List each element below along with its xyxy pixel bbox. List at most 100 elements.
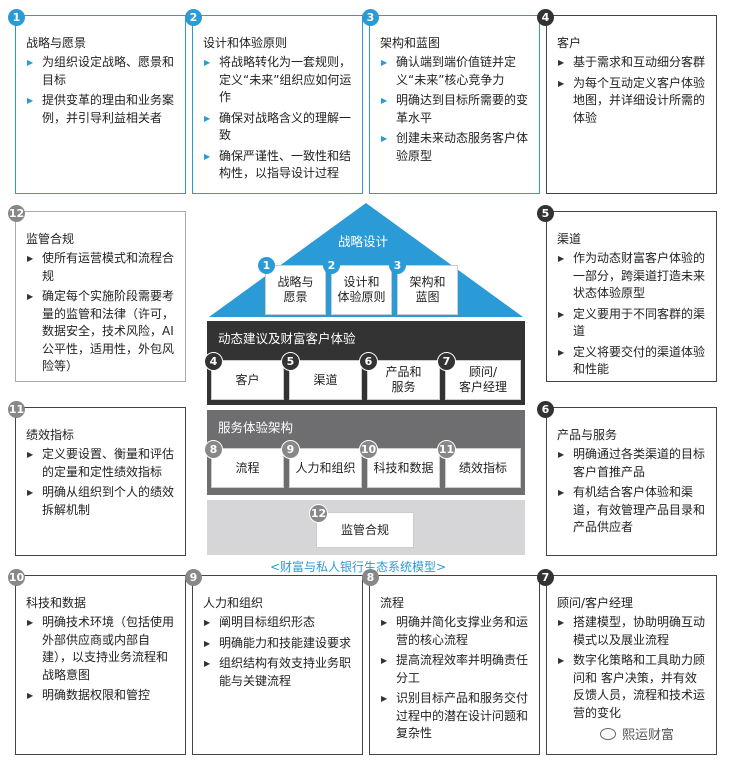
diagram-caption: <财富与私人银行生态系统模型> [270,560,447,574]
badge-9: 9 [185,569,202,586]
bullet-item: 定义要用于不同客群的渠道 [555,306,708,341]
card-title: 战略与愿景 [26,36,87,50]
card-list: 为组织设定战略、愿景和目标提供变革的理由和业务案例，并引导利益相关者 [16,54,185,127]
bullet-item: 明确通过各类渠道的目标客户首推产品 [555,446,708,481]
card-title: 架构和蓝图 [380,36,441,50]
card-title: 设计和体验原则 [203,36,288,50]
bullet-item: 确定每个实施阶段需要考量的监管和法律（许可，数据安全，技术风险，AI公平性，适用… [24,288,177,376]
band2-badge-8: 8 [204,440,223,459]
card-channel: 渠道 作为动态财富客户体验的一部分，跨渠道打造未来状态体验原型定义要用于不同客群… [546,211,717,382]
band1-badge-4: 4 [204,352,223,371]
card-title: 科技和数据 [26,596,87,610]
badge-3: 3 [362,9,379,26]
bullet-item: 明确并简化支撑业务和运营的核心流程 [378,614,531,649]
card-title: 流程 [380,596,405,610]
bullet-item: 提供变革的理由和业务案例，并引导利益相关者 [24,92,177,127]
card-title: 客户 [557,36,582,50]
badge-10: 10 [8,569,25,586]
card-list: 基于需求和互动细分客群为每个互动定义客户体验地图，并详细设计所需的体验 [547,54,716,127]
card-customer: 客户 基于需求和互动细分客群为每个互动定义客户体验地图，并详细设计所需的体验 [546,15,717,194]
bullet-item: 搭建模型，协助明确互动模式以及展业流程 [555,614,708,649]
band2-badge-10: 10 [359,440,378,459]
bullet-item: 组织结构有效支持业务职能与关键流程 [201,655,354,690]
badge-12: 12 [8,205,25,222]
band1-cell-advisor: 顾问/ 客户经理 [445,360,521,400]
badge-5: 5 [537,205,554,222]
card-list: 明确技术环境（包括使用外部供应商或内部自建），以支持业务流程和战略意图明确数据权… [16,614,185,705]
card-title: 渠道 [557,232,582,246]
band2-badge-9: 9 [281,440,300,459]
bullet-item: 定义要设置、衡量和评估的定量和定性绩效指标 [24,446,177,481]
bullet-item: 确保对战略含义的理解一致 [201,110,354,145]
bullet-item: 为组织设定战略、愿景和目标 [24,54,177,89]
card-title: 顾问/客户经理 [557,596,634,610]
card-title: 监管合规 [26,232,75,246]
badge-11: 11 [8,401,25,418]
badge-4: 4 [537,9,554,26]
band2-badge-11: 11 [437,440,456,459]
band2-cell-tech: 科技和数据 [367,448,440,488]
bullet-item: 确认端到端价值链并定义“未来”核心竞争力 [378,54,531,89]
badge-2: 2 [185,9,202,26]
card-process: 流程 明确并简化支撑业务和运营的核心流程提高流程效率并明确责任分工识别目标产品和… [369,575,540,755]
bullet-item: 将战略转化为一套规则，定义“未来”组织应如何运作 [201,54,354,107]
roof-title: 战略设计 [338,234,389,249]
band2-cell-metrics: 绩效指标 [445,448,521,488]
bullet-item: 有机结合客户体验和渠道，有效管理产品目录和产品供应者 [555,484,708,537]
roof-cell-design: 设计和 体验原则 [331,265,392,315]
card-list: 定义要设置、衡量和评估的定量和定性绩效指标明确从组织到个人的绩效拆解机制 [16,446,185,519]
band1-title: 动态建议及财富客户体验 [218,331,356,346]
card-title: 绩效指标 [26,428,75,442]
card-design-principles: 设计和体验原则 将战略转化为一套规则，定义“未来”组织应如何运作确保对战略含义的… [192,15,363,194]
badge-8: 8 [362,569,379,586]
band1-cell-customer: 客户 [211,360,284,400]
card-list: 使所有运营模式和流程合规确定每个实施阶段需要考量的监管和法律（许可，数据安全，技… [16,250,185,376]
card-list: 确认端到端价值链并定义“未来”核心竞争力明确达到目标所需要的变革水平创建未来动态… [370,54,539,165]
badge-6: 6 [537,401,554,418]
bullet-item: 为每个互动定义客户体验地图，并详细设计所需的体验 [555,75,708,128]
bullet-item: 明确数据权限和管控 [24,687,177,705]
bullet-item: 提高流程效率并明确责任分工 [378,652,531,687]
band1-badge-6: 6 [359,352,378,371]
card-list: 将战略转化为一套规则，定义“未来”组织应如何运作确保对战略含义的理解一致确保严谨… [193,54,362,183]
band1-cell-products: 产品和 服务 [367,360,440,400]
band1-badge-7: 7 [437,352,456,371]
bullet-item: 明确技术环境（包括使用外部供应商或内部自建），以支持业务流程和战略意图 [24,614,177,684]
card-list: 明确通过各类渠道的目标客户首推产品有机结合客户体验和渠道，有效管理产品目录和产品… [547,446,716,537]
bullet-item: 明确从组织到个人的绩效拆解机制 [24,484,177,519]
bullet-item: 数字化策略和工具助力顾问和 客户决策，并有效反馈人员，流程和技术运营的变化 [555,652,708,722]
card-products-services: 产品与服务 明确通过各类渠道的目标客户首推产品有机结合客户体验和渠道，有效管理产… [546,407,717,556]
base-cell-compliance: 监管合规 [316,512,414,548]
badge-1: 1 [8,9,25,26]
wechat-icon [600,727,616,740]
bullet-item: 识别目标产品和服务交付过程中的潜在设计问题和复杂性 [378,690,531,743]
roof-badge-3: 3 [389,257,406,274]
bullet-item: 阐明目标组织形态 [201,614,354,632]
card-title: 产品与服务 [557,428,618,442]
band2-cell-people: 人力和组织 [289,448,362,488]
band2-cell-process: 流程 [211,448,284,488]
card-regulatory-compliance: 监管合规 使所有运营模式和流程合规确定每个实施阶段需要考量的监管和法律（许可，数… [15,211,186,382]
band1-cell-channel: 渠道 [289,360,362,400]
bullet-item: 明确能力和技能建设要求 [201,635,354,653]
bullet-item: 作为动态财富客户体验的一部分，跨渠道打造未来状态体验原型 [555,250,708,303]
card-advisor-rm: 顾问/客户经理 搭建模型，协助明确互动模式以及展业流程数字化策略和工具助力顾问和… [546,575,717,755]
bullet-item: 定义将要交付的渠道体验和性能 [555,344,708,379]
roof-badge-2: 2 [323,257,340,274]
band2-title: 服务体验架构 [218,420,294,435]
card-strategy-vision: 战略与愿景 为组织设定战略、愿景和目标提供变革的理由和业务案例，并引导利益相关者 [15,15,186,194]
card-people-organization: 人力和组织 阐明目标组织形态明确能力和技能建设要求组织结构有效支持业务职能与关键… [192,575,363,755]
bullet-item: 基于需求和互动细分客群 [555,54,708,72]
bullet-item: 使所有运营模式和流程合规 [24,250,177,285]
card-architecture-blueprint: 架构和蓝图 确认端到端价值链并定义“未来”核心竞争力明确达到目标所需要的变革水平… [369,15,540,194]
roof-cell-strategy: 战略与 愿景 [265,265,326,315]
card-list: 阐明目标组织形态明确能力和技能建设要求组织结构有效支持业务职能与关键流程 [193,614,362,690]
base-badge-12: 12 [309,504,328,523]
badge-7: 7 [537,569,554,586]
card-list: 搭建模型，协助明确互动模式以及展业流程数字化策略和工具助力顾问和 客户决策，并有… [547,614,716,722]
card-tech-data: 科技和数据 明确技术环境（包括使用外部供应商或内部自建），以支持业务流程和战略意… [15,575,186,755]
bullet-item: 确保严谨性、一致性和结构性，以指导设计过程 [201,148,354,183]
card-list: 作为动态财富客户体验的一部分，跨渠道打造未来状态体验原型定义要用于不同客群的渠道… [547,250,716,379]
card-list: 明确并简化支撑业务和运营的核心流程提高流程效率并明确责任分工识别目标产品和服务交… [370,614,539,743]
card-performance-metrics: 绩效指标 定义要设置、衡量和评估的定量和定性绩效指标明确从组织到个人的绩效拆解机… [15,407,186,556]
